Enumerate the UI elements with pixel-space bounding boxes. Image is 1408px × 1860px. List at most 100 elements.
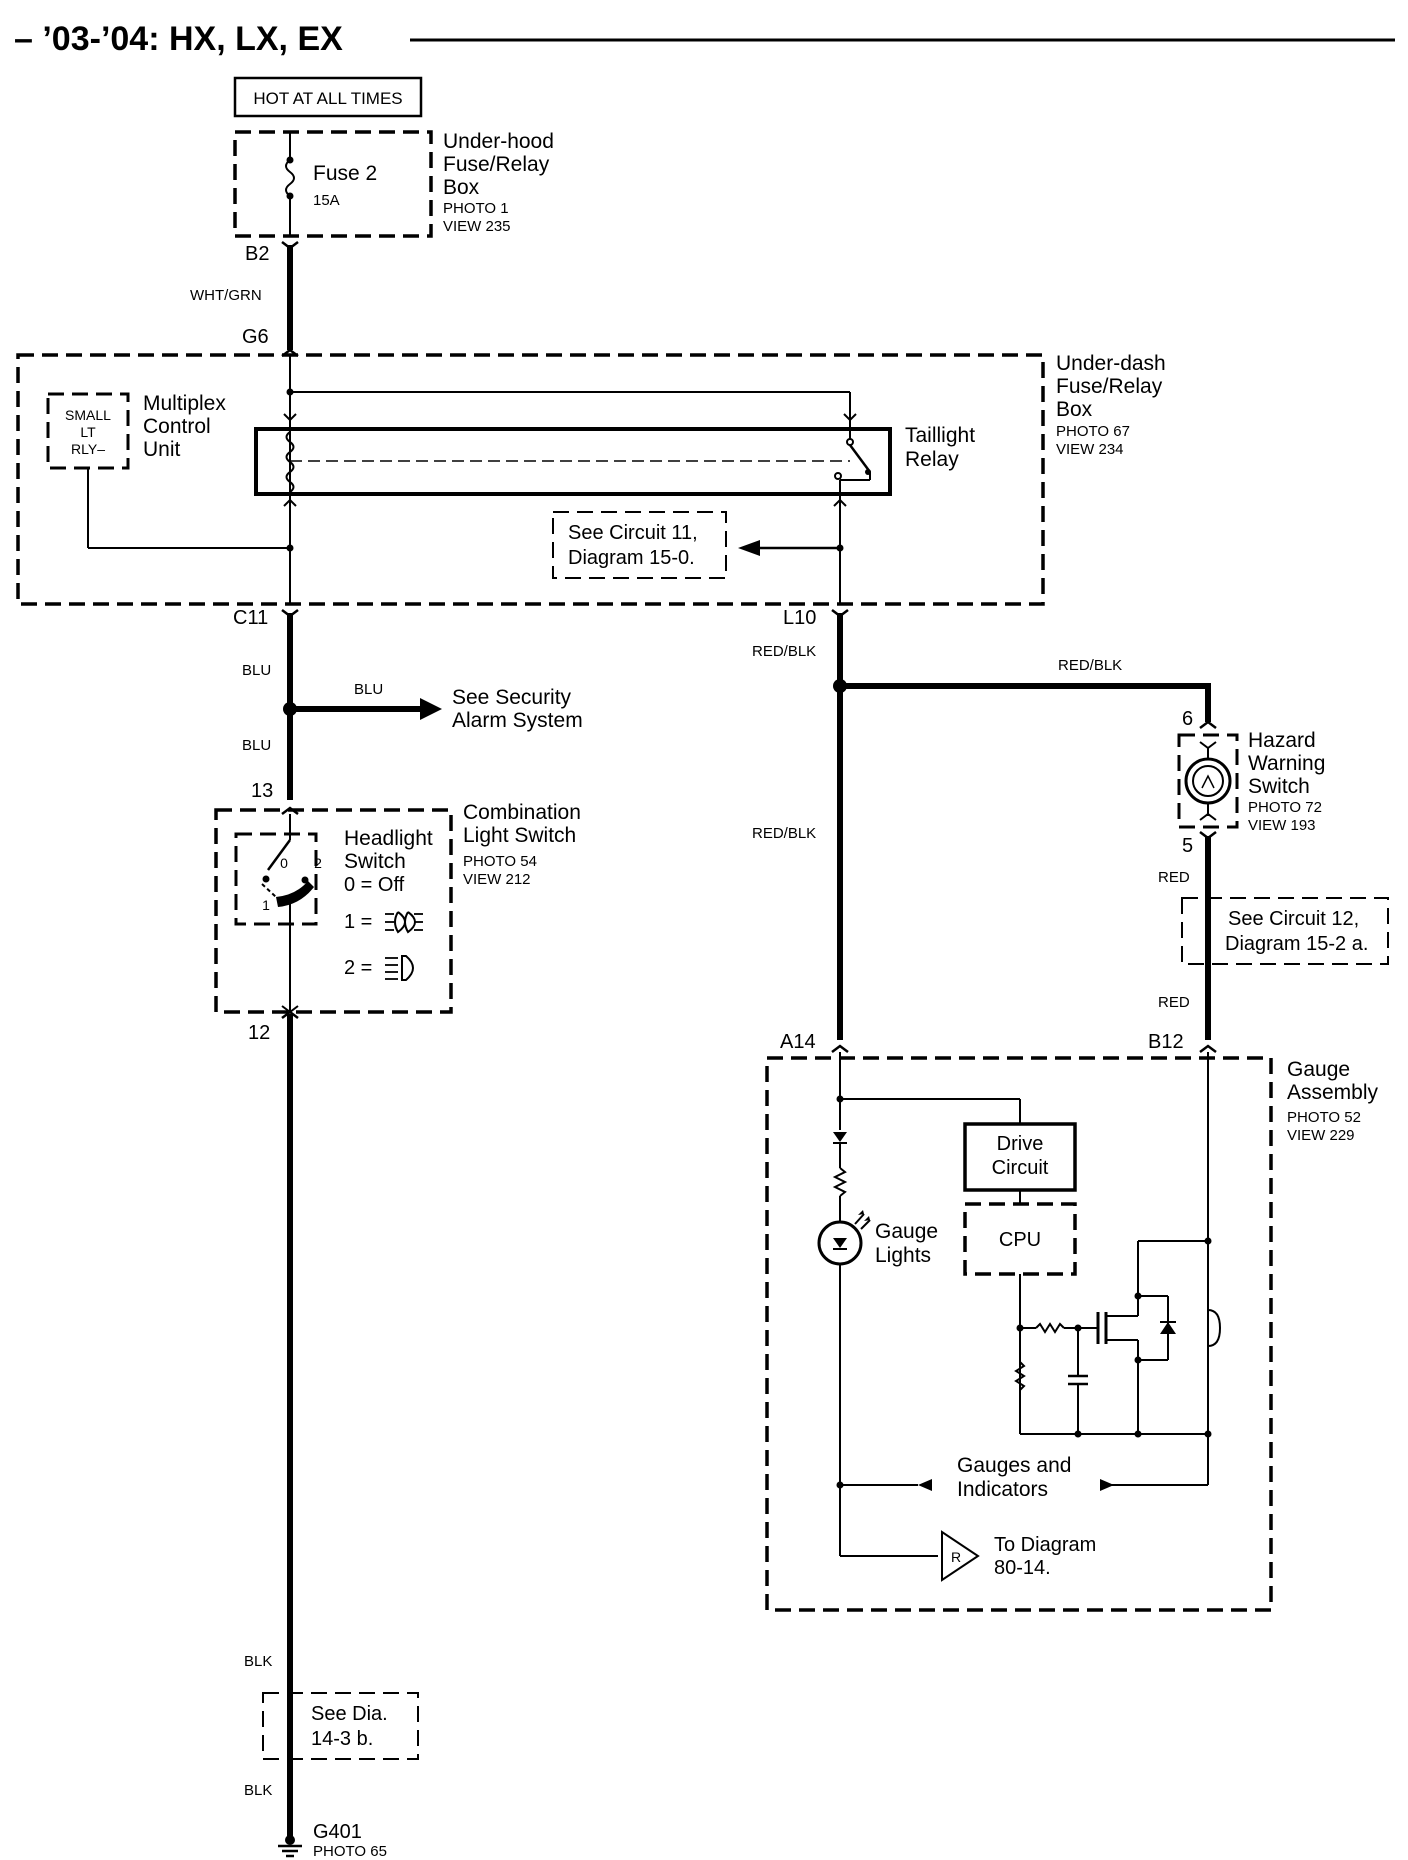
- fuse-box-name-3: Box: [443, 176, 480, 199]
- ref1-line-1: See Circuit 11,: [568, 522, 698, 544]
- switch-name-1: Headlight: [344, 827, 433, 850]
- wire-label-red-top: RED: [1158, 869, 1190, 886]
- hazard-name-1: Hazard: [1248, 729, 1316, 752]
- arrow: [420, 698, 442, 720]
- fuse-box-name-2: Fuse/Relay: [443, 153, 550, 176]
- gauge-lights-2: Lights: [875, 1244, 931, 1267]
- mcu-relay-box: [46, 392, 130, 470]
- security-line-1: See Security: [452, 686, 572, 709]
- output-triangle: [941, 1530, 980, 1582]
- dash-box-name-1: Under-dash: [1056, 352, 1166, 375]
- wire-red-blk-branch: [840, 683, 1211, 722]
- wire-label-blu-branch: BLU: [354, 681, 383, 698]
- dash-box-name-2: Fuse/Relay: [1056, 375, 1163, 398]
- wire-label-red-blk-branch: RED/BLK: [1058, 657, 1122, 674]
- relay-contact-symbol: [834, 420, 872, 500]
- gauge-light-bulb-icon: [817, 1210, 871, 1266]
- switch-legend-1: 1 =: [344, 911, 372, 933]
- hazard-switch-icon: [1184, 741, 1232, 821]
- headlight-switch-symbol: [261, 814, 314, 1014]
- switch-legend-0: 0 = Off: [344, 874, 405, 896]
- hazard-name-2: Warning: [1248, 752, 1325, 775]
- connector-b2: B2: [245, 243, 269, 265]
- dash-box-wiring: [87, 356, 857, 605]
- relay-coil-symbol: [285, 420, 850, 500]
- pin-6: 6: [1182, 708, 1193, 730]
- mcu-name-2: Control: [143, 415, 211, 438]
- ground-name: G401: [313, 1821, 362, 1843]
- ground-photo: PHOTO 65: [313, 1843, 387, 1860]
- combo-view: VIEW 212: [463, 871, 531, 888]
- fuse-symbol: [285, 132, 295, 236]
- cpu-label: CPU: [999, 1229, 1041, 1251]
- connector-b12: B12: [1148, 1031, 1184, 1053]
- gauge-assembly-box: [765, 1056, 1273, 1612]
- hazard-switch-box: [1177, 733, 1239, 829]
- ref1-line-2: Diagram 15-0.: [568, 547, 695, 569]
- dash-box-photo: PHOTO 67: [1056, 423, 1130, 440]
- under-dash-fuse-box: [16, 353, 1045, 606]
- switch-pos-0: 0: [280, 855, 288, 871]
- mcu-line-2: LT: [80, 424, 96, 440]
- ref3-line-1: See Dia.: [311, 1703, 388, 1725]
- connector-l10: L10: [783, 607, 816, 629]
- to-diagram-1: To Diagram: [994, 1534, 1096, 1556]
- connector-symbol: [281, 806, 299, 815]
- wire-label-blu-top: BLU: [242, 662, 271, 679]
- connector-symbol: [281, 1010, 299, 1019]
- reference-circuit-11: [552, 511, 727, 579]
- mcu-name-3: Unit: [143, 438, 181, 461]
- connector-g6: G6: [242, 326, 269, 348]
- page-title: – ’03-’04: HX, LX, EX: [14, 20, 343, 58]
- ref2-line-1: See Circuit 12,: [1228, 908, 1359, 930]
- switch-pos-2: 2: [314, 855, 322, 871]
- to-diagram-2: 80-14.: [994, 1557, 1051, 1579]
- taillight-relay-box: [254, 427, 892, 496]
- combo-name-1: Combination: [463, 801, 581, 824]
- dash-box-view: VIEW 234: [1056, 441, 1124, 458]
- ref3-line-2: 14-3 b.: [311, 1728, 373, 1750]
- mcu-line-1: SMALL: [65, 407, 111, 423]
- parking-light-icon: [385, 911, 423, 934]
- hazard-name-3: Switch: [1248, 775, 1310, 798]
- headlight-icon: [385, 955, 414, 981]
- switch-legend-2: 2 =: [344, 957, 372, 979]
- relay-name-2: Relay: [905, 448, 959, 471]
- relay-name-1: Taillight: [905, 424, 975, 447]
- drive-circuit-line-2: Circuit: [992, 1157, 1049, 1179]
- output-r-label: R: [951, 1549, 961, 1565]
- connector-symbol: [1199, 720, 1217, 729]
- wire-label-wht-grn: WHT/GRN: [190, 287, 262, 304]
- gauge-name-1: Gauge: [1287, 1058, 1350, 1081]
- connector-symbol: [831, 1044, 849, 1053]
- connector-c11: C11: [233, 607, 268, 629]
- fuse-box-photo: PHOTO 1: [443, 200, 509, 217]
- power-label: HOT AT ALL TIMES: [253, 89, 402, 108]
- wire-label-red-bottom: RED: [1158, 994, 1190, 1011]
- hazard-photo: PHOTO 72: [1248, 799, 1322, 816]
- gauge-photo: PHOTO 52: [1287, 1109, 1361, 1126]
- pin-13: 13: [251, 780, 273, 802]
- gauge-view: VIEW 229: [1287, 1127, 1355, 1144]
- drive-circuit-line-1: Drive: [997, 1133, 1044, 1155]
- fuse-name: Fuse 2: [313, 162, 377, 185]
- connector-a14: A14: [780, 1031, 816, 1053]
- fuse-box-view: VIEW 235: [443, 218, 511, 235]
- security-line-2: Alarm System: [452, 709, 583, 732]
- fuse-rating: 15A: [313, 192, 340, 209]
- switch-name-2: Switch: [344, 850, 406, 873]
- wire-label-blu-bottom: BLU: [242, 737, 271, 754]
- combo-name-2: Light Switch: [463, 824, 576, 847]
- wire-label-blk-bottom: BLK: [244, 1782, 272, 1799]
- fuse-box-name-1: Under-hood: [443, 130, 554, 153]
- gauge-internal-wiring: [832, 1052, 1222, 1557]
- ground-icon: [278, 1835, 302, 1858]
- reference-circuit-12: [1181, 897, 1389, 965]
- power-label-box: [233, 76, 423, 118]
- indicators-1: Gauges and: [957, 1454, 1071, 1477]
- ref2-line-2: Diagram 15-2 a.: [1225, 933, 1368, 955]
- mcu-name-1: Multiplex: [143, 392, 226, 415]
- connector-symbol: [1199, 1044, 1217, 1053]
- mcu-line-3: RLY–: [71, 441, 105, 457]
- gauge-name-2: Assembly: [1287, 1081, 1379, 1104]
